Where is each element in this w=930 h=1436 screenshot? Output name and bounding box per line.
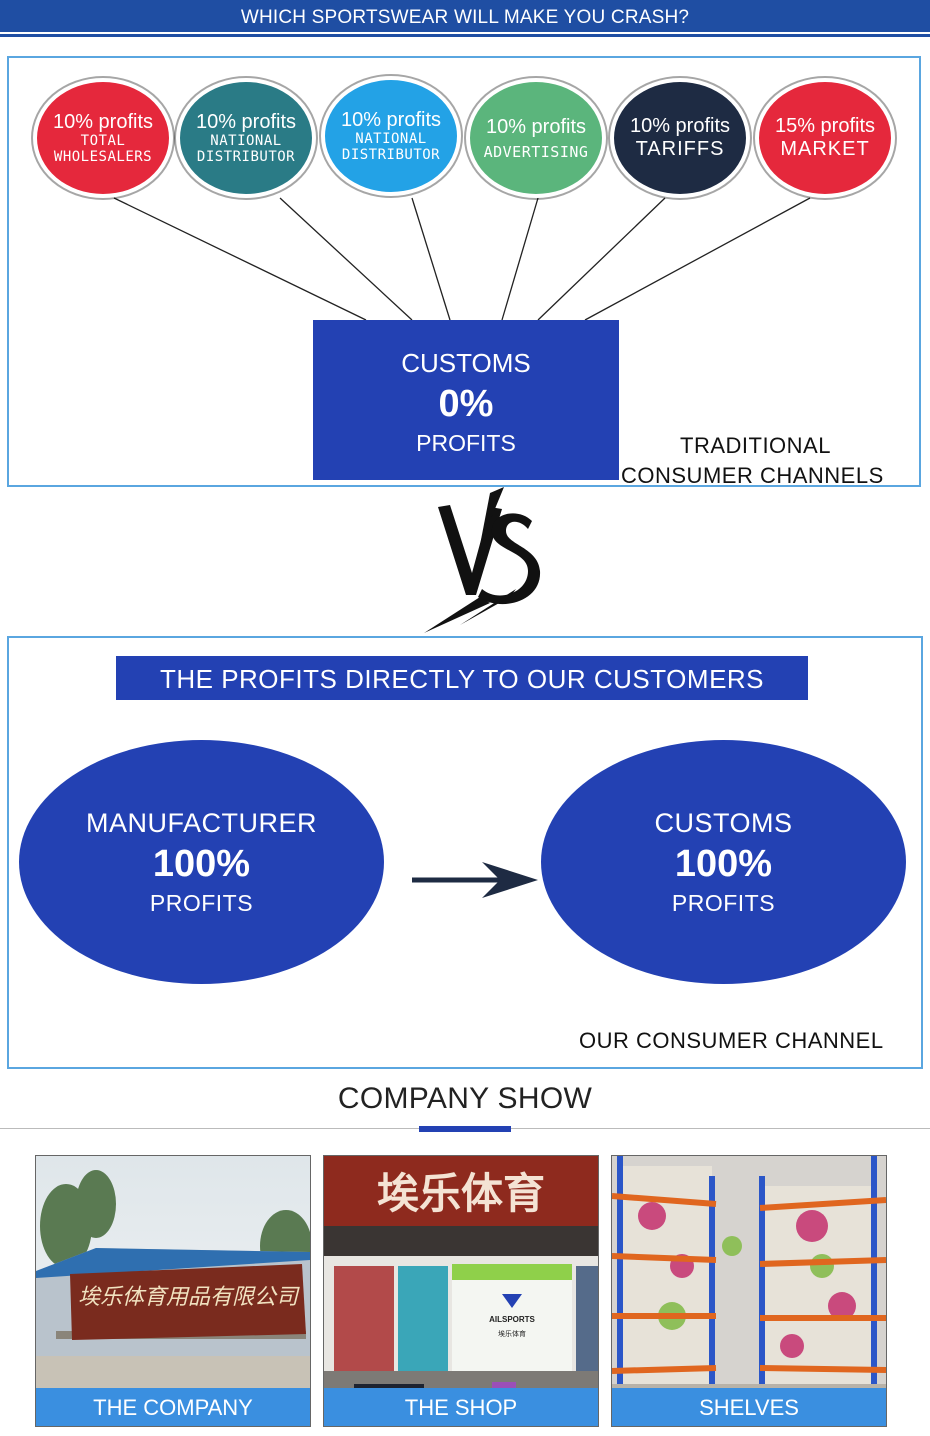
vs-mark: VS xyxy=(420,485,550,635)
bubble-label: WHOLESALERS xyxy=(53,149,153,165)
bubble-national-distributor-2: 10% profits NATIONAL DISTRIBUTOR xyxy=(321,76,461,196)
bubble-market: 15% profits MARKET xyxy=(755,78,895,198)
customs-percent: 100% xyxy=(674,842,773,885)
photo-shelves: SHELVES xyxy=(611,1155,887,1427)
bubble-label: NATIONAL xyxy=(210,133,282,149)
manufacturer-label: MANUFACTURER xyxy=(85,807,317,838)
connector-line xyxy=(279,197,413,321)
bubble-percent: 10% profits xyxy=(485,116,587,138)
connector-line xyxy=(501,197,539,321)
connector-line xyxy=(113,197,367,321)
photo-the-shop: 埃乐体育 AILSPORTS 埃乐体育 THE SHOP xyxy=(323,1155,599,1427)
top-banner-title: WHICH SPORTSWEAR WILL MAKE YOU CRASH? xyxy=(0,0,930,34)
bubble-national-distributor-1: 10% profits NATIONAL DISTRIBUTOR xyxy=(176,78,316,198)
bubble-percent: 10% profits xyxy=(629,115,731,137)
bubble-label: MARKET xyxy=(780,138,870,160)
photo-caption: THE SHOP xyxy=(324,1388,598,1426)
manufacturer-profits: PROFITS xyxy=(149,889,254,916)
bubble-label: DISTRIBUTOR xyxy=(196,149,296,165)
customs-zero-profit-box: CUSTOMS 0% PROFITS xyxy=(313,320,619,480)
shop-logo-subtext: 埃乐体育 xyxy=(498,1329,526,1338)
bubble-percent: 15% profits xyxy=(774,115,876,137)
company-sign-text: 埃乐体育用品有限公司 xyxy=(78,1285,300,1310)
photo-the-company: 埃乐体育用品有限公司 THE COMPANY xyxy=(35,1155,311,1427)
direct-profits-title: THE PROFITS DIRECTLY TO OUR CUSTOMERS xyxy=(116,656,808,700)
customs-label: CUSTOMS xyxy=(654,807,793,838)
manufacturer-percent: 100% xyxy=(152,842,251,885)
customs-percent: 0% xyxy=(438,383,494,425)
bubble-total-wholesalers: 10% profits TOTAL WHOLESALERS xyxy=(33,78,173,198)
traditional-label-line1: TRADITIONAL xyxy=(680,433,831,458)
bubble-label: TARIFFS xyxy=(635,138,725,160)
shop-image: 埃乐体育 AILSPORTS 埃乐体育 xyxy=(324,1156,598,1426)
shop-sign-text: 埃乐体育 xyxy=(377,1169,545,1218)
shop-logo-text: AILSPORTS xyxy=(489,1315,535,1324)
customs-label: CUSTOMS xyxy=(401,348,531,378)
customs-profits: PROFITS xyxy=(416,430,516,456)
connector-line xyxy=(411,197,451,321)
manufacturer-ellipse: MANUFACTURER 100% PROFITS xyxy=(19,740,384,984)
bubble-label: TOTAL xyxy=(80,133,126,149)
bubble-percent: 10% profits xyxy=(340,109,442,131)
vs-brush-icon xyxy=(424,487,541,633)
bubble-advertising: 10% profits ADVERTISING xyxy=(466,78,606,198)
warehouse-shelves-image xyxy=(612,1156,886,1426)
company-show-title: COMPANY SHOW xyxy=(337,1082,593,1115)
connector-line xyxy=(537,197,666,321)
bubble-percent: 10% profits xyxy=(52,111,154,133)
arrow-right-icon xyxy=(412,862,538,898)
bubble-label: ADVERTISING xyxy=(483,143,589,161)
bubble-percent: 10% profits xyxy=(195,111,297,133)
traditional-label-line2: CONSUMER CHANNELS xyxy=(621,463,884,488)
connector-lines xyxy=(113,197,811,321)
photo-caption: SHELVES xyxy=(612,1388,886,1426)
section-accent-bar xyxy=(419,1126,511,1132)
photo-caption: THE COMPANY xyxy=(36,1388,310,1426)
customs-ellipse: CUSTOMS 100% PROFITS xyxy=(541,740,906,984)
customs-profits: PROFITS xyxy=(671,889,776,916)
bubble-label: NATIONAL xyxy=(355,131,427,147)
bubble-tariffs: 10% profits TARIFFS xyxy=(610,78,750,198)
bubble-label: DISTRIBUTOR xyxy=(341,147,441,163)
our-channel-label: OUR CONSUMER CHANNEL xyxy=(579,1028,884,1053)
company-building-image: 埃乐体育用品有限公司 xyxy=(36,1156,310,1426)
connector-line xyxy=(584,197,811,321)
